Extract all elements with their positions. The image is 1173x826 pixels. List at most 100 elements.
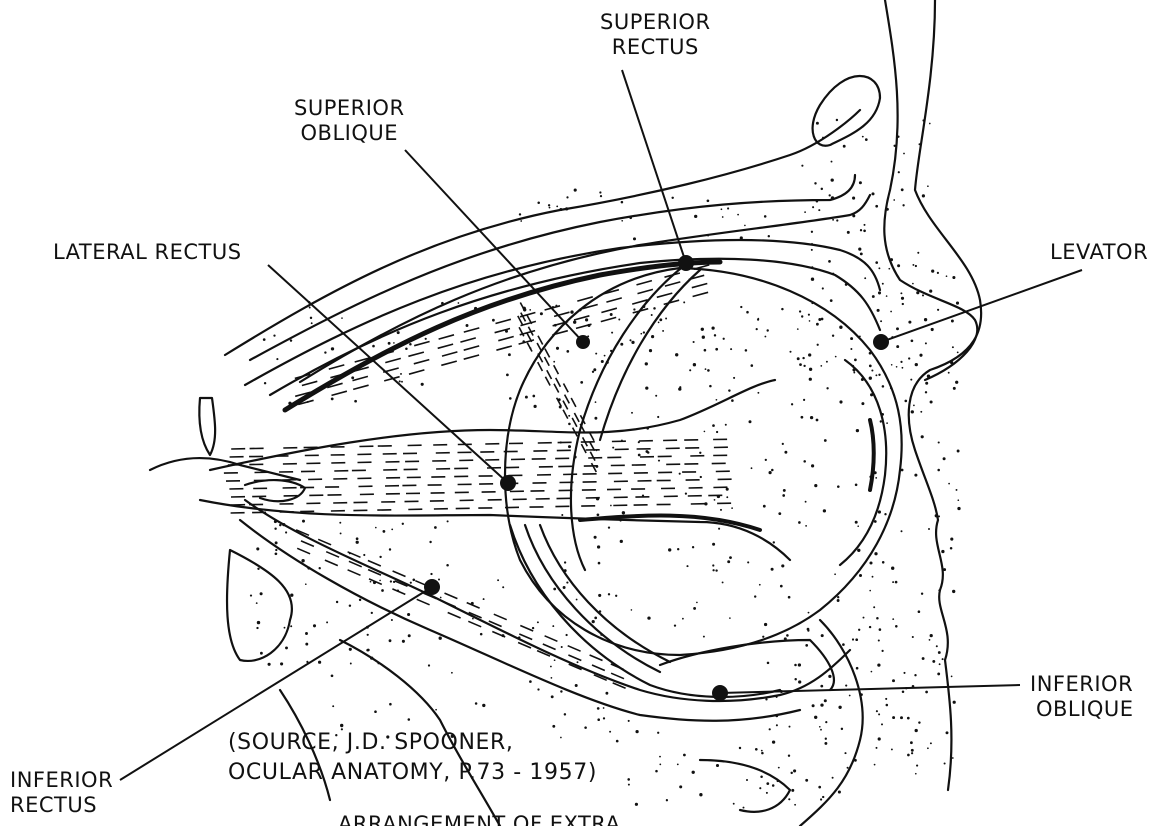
stipple-dot bbox=[903, 672, 905, 674]
stipple-dot bbox=[803, 365, 805, 367]
stipple-dot bbox=[874, 552, 877, 555]
stipple-dot bbox=[948, 483, 950, 485]
stipple-dot bbox=[808, 612, 810, 614]
stipple-dot bbox=[391, 529, 393, 531]
stipple-dot bbox=[772, 784, 775, 787]
stipple-dot bbox=[915, 363, 918, 366]
stipple-dot bbox=[942, 658, 944, 660]
stipple-dot bbox=[598, 562, 601, 565]
stipple-dot bbox=[952, 346, 954, 348]
stipple-dot bbox=[837, 596, 839, 598]
fiber-dash bbox=[414, 342, 429, 346]
stipple-dot bbox=[757, 318, 759, 320]
stipple-dot bbox=[843, 145, 846, 148]
stipple-dot bbox=[911, 749, 914, 752]
stipple-dot bbox=[930, 400, 933, 403]
stipple-dot bbox=[824, 439, 827, 442]
stipple-dot bbox=[412, 578, 415, 581]
stipple-dot bbox=[828, 675, 831, 678]
fiber-dash bbox=[601, 308, 617, 312]
label-superior-rectus-line1: SUPERIOR bbox=[600, 10, 711, 35]
stipple-dot bbox=[705, 368, 707, 370]
stipple-dot bbox=[390, 580, 392, 582]
stipple-dot bbox=[816, 323, 819, 326]
fiber-dash bbox=[581, 444, 586, 453]
stipple-dot bbox=[425, 338, 427, 340]
stipple-dot bbox=[956, 302, 959, 305]
stipple-dot bbox=[820, 729, 822, 731]
figure-caption-partial: ARRANGEMENT OF EXTRA... bbox=[338, 812, 642, 826]
stipple-dot bbox=[797, 328, 799, 330]
stipple-dot bbox=[893, 199, 895, 201]
stipple-dot bbox=[948, 372, 950, 374]
stipple-dot bbox=[716, 399, 718, 401]
stipple-dot bbox=[675, 353, 678, 356]
stipple-dot bbox=[761, 752, 764, 755]
stipple-dot bbox=[957, 351, 959, 353]
stipple-dot bbox=[943, 457, 946, 460]
stipple-dot bbox=[600, 195, 602, 197]
stipple-dot bbox=[912, 264, 914, 266]
inferior-oblique-fiber-3 bbox=[540, 525, 670, 662]
fiber-dash bbox=[564, 384, 569, 393]
stipple-dot bbox=[645, 362, 648, 365]
stipple-dot bbox=[594, 417, 597, 420]
stipple-dot bbox=[801, 315, 803, 317]
stipple-dot bbox=[722, 581, 724, 583]
stipple-dot bbox=[751, 467, 753, 469]
stipple-dot bbox=[714, 499, 716, 501]
stipple-dot bbox=[564, 561, 566, 563]
stipple-dot bbox=[869, 365, 872, 368]
stipple-dot bbox=[912, 636, 914, 638]
leader-inferior-oblique bbox=[720, 685, 1020, 693]
stipple-dot bbox=[805, 501, 807, 503]
stipple-dot bbox=[907, 754, 910, 757]
stipple-dot bbox=[916, 765, 918, 767]
stipple-dot bbox=[682, 618, 684, 620]
stipple-dot bbox=[863, 617, 865, 619]
stipple-dot bbox=[597, 707, 600, 710]
stipple-dot bbox=[855, 521, 858, 524]
stipple-dot bbox=[788, 596, 791, 599]
stipple-dot bbox=[825, 721, 827, 723]
stipple-dot bbox=[628, 784, 630, 786]
stipple-dot bbox=[952, 757, 954, 759]
fiber-dash bbox=[543, 644, 556, 650]
stipple-dot bbox=[718, 528, 720, 530]
fiber-dash bbox=[572, 418, 577, 427]
stipple-dot bbox=[822, 796, 824, 798]
stipple-dot bbox=[839, 326, 842, 329]
fiber-dash bbox=[571, 398, 576, 407]
stipple-dot bbox=[912, 283, 914, 285]
stipple-dot bbox=[857, 549, 860, 552]
stipple-dot bbox=[554, 659, 556, 661]
stipple-dot bbox=[878, 713, 880, 715]
stipple-dot bbox=[662, 330, 664, 332]
stipple-dot bbox=[852, 197, 855, 200]
stipple-dot bbox=[762, 636, 764, 638]
stipple-dot bbox=[716, 764, 719, 767]
stipple-dot bbox=[529, 680, 532, 683]
stipple-dot bbox=[801, 165, 803, 167]
fiber-dash bbox=[592, 463, 597, 472]
stipple-dot bbox=[824, 699, 827, 702]
stipple-dot bbox=[864, 277, 866, 279]
stipple-dot bbox=[769, 471, 772, 474]
stipple-dot bbox=[679, 785, 682, 788]
stipple-dot bbox=[257, 621, 260, 624]
stipple-dot bbox=[727, 207, 729, 209]
stipple-dot bbox=[918, 610, 921, 613]
stipple-dot bbox=[595, 353, 597, 355]
stipple-dot bbox=[727, 560, 730, 563]
lateral-rectus-tendon bbox=[580, 516, 760, 530]
stipple-dot bbox=[913, 405, 915, 407]
stipple-dot bbox=[789, 351, 791, 353]
stipple-dot bbox=[756, 328, 758, 330]
fiber-dash bbox=[496, 346, 511, 350]
fiber-dash bbox=[348, 552, 361, 558]
stipple-dot bbox=[616, 740, 619, 743]
stipple-dot bbox=[908, 321, 911, 324]
stipple-dot bbox=[763, 505, 766, 508]
stipple-dot bbox=[482, 704, 485, 707]
stipple-dot bbox=[575, 684, 578, 687]
